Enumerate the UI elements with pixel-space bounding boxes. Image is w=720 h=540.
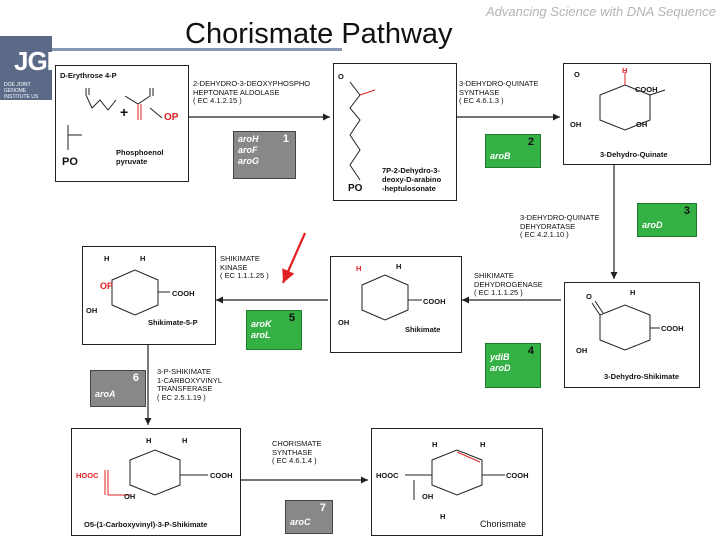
atom-h: H (146, 436, 152, 445)
step-number-3: 3 (683, 205, 690, 217)
atom-oh: OH (338, 318, 350, 327)
gene-box-step5: aroK aroL 5 (246, 310, 302, 350)
plus-sign: + (120, 104, 129, 120)
product-dehydroquinate-label: 3-Dehydro-Quinate (600, 150, 668, 159)
gene-box-step1: aroH aroF aroG 1 (233, 131, 296, 179)
gene-box-step3: aroD 3 (637, 203, 697, 237)
panel-chorismate (371, 428, 543, 536)
gene-box-step6: aroA 6 (90, 370, 146, 407)
atom-h: H (356, 264, 362, 273)
atom-h: H (140, 254, 146, 263)
gene-box-step4: ydiB aroD 4 (485, 343, 541, 388)
atom-h: H (182, 436, 188, 445)
gene-box-step7: aroC 7 (285, 500, 333, 534)
page-title: Chorismate Pathway (185, 18, 453, 50)
panel-shikimate-5p (82, 246, 216, 345)
atom-cooh-cv: COOH (210, 471, 233, 480)
product-chorismate-label: Chorismate (480, 519, 527, 529)
atom-cooh-dq: COOH (635, 85, 658, 94)
enzyme-step2: 3-DEHYDRO-QUINATE SYNTHASE ( EC 4.6.1.3 … (459, 79, 539, 105)
atom-h: H (440, 512, 446, 521)
logo-band (0, 36, 52, 100)
atom-cooh-s5p: COOH (172, 289, 195, 298)
step-number-6: 6 (132, 372, 139, 384)
gene-aroC: aroC (290, 517, 311, 527)
product-dahp-label: 7P-2-Dehydro-3- deoxy-D-arabino -heptulo… (382, 166, 442, 193)
gene-aroB: aroB (490, 151, 511, 161)
enzyme-step7: CHORISMATE SYNTHASE ( EC 4.6.1.4 ) (272, 439, 322, 465)
ring-structures (104, 72, 666, 500)
substrate-erythrose-label: D-Erythrose 4-P (60, 71, 117, 80)
panel-dehydroshikimate (564, 282, 700, 388)
panel-dehydroquinate (563, 63, 711, 165)
tagline: Advancing Science with DNA Sequence (485, 4, 716, 19)
enzyme-step1: 2-DEHYDRO-3-DEOXYPHOSPHO HEPTONATE ALDOL… (193, 79, 311, 105)
atom-hooc-ch: HOOC (376, 471, 399, 480)
atom-po: PO (62, 156, 78, 168)
gene-box-step2: aroB 2 (485, 134, 541, 168)
atom-hooc-cv: HOOC (76, 471, 99, 480)
step-number-2: 2 (527, 136, 534, 148)
panel-carboxyvinyl-shikimate (71, 428, 241, 536)
gene-aroF: aroF (238, 145, 258, 155)
gene-aroA: aroA (95, 389, 116, 399)
step-number-4: 4 (527, 345, 534, 357)
product-shikimate-label: Shikimate (405, 325, 441, 334)
atom-cooh-ch: COOH (506, 471, 529, 480)
atom-oh: OH (124, 492, 136, 501)
atom-h: H (622, 66, 628, 75)
gene-aroG: aroG (238, 156, 260, 166)
red-highlight-arrow (281, 232, 307, 284)
product-dehydroshikimate-label: 3-Dehydro-Shikimate (604, 372, 680, 381)
logo-divider (52, 48, 342, 51)
enzyme-step4: SHIKIMATE DEHYDROGENASE ( EC 1.1.1.25 ) (474, 271, 543, 297)
enzyme-step5: SHIKIMATE KINASE ( EC 1.1.1.25 ) (220, 254, 269, 280)
atom-oh: OH (636, 120, 648, 129)
atom-cooh-dhs: COOH (661, 324, 684, 333)
step-number-7: 7 (319, 502, 326, 514)
gene-aroK: aroK (251, 319, 272, 329)
gene-aroD: aroD (642, 220, 663, 230)
atom-oh: OH (86, 306, 98, 315)
panel-step1-substrates (55, 65, 189, 182)
atom-op-s5p: OP (100, 281, 114, 291)
product-carboxyvinyl-label: O5-(1-Carboxyvinyl)-3-P-Shikimate (84, 520, 208, 529)
atom-op: OP (164, 112, 179, 123)
atom-po-dahp: PO (348, 183, 363, 194)
enzyme-step3: 3-DEHYDRO-QUINATE DEHYDRATASE ( EC 4.2.1… (520, 213, 600, 239)
gene-aroL: aroL (251, 330, 271, 340)
atom-h: H (104, 254, 110, 263)
panel-shikimate (330, 256, 462, 353)
step-number-1: 1 (282, 133, 289, 145)
atom-cooh-shik: COOH (423, 297, 446, 306)
atom-h: H (396, 262, 402, 271)
gene-ydiB: ydiB (490, 352, 510, 362)
atom-o: O (586, 292, 592, 301)
product-shikimate-5p-label: Shikimate-5-P (148, 318, 198, 327)
atom-h: H (480, 440, 486, 449)
erythrose-phosphoenolpyruvate-structures (67, 88, 163, 150)
gene-aroH: aroH (238, 134, 259, 144)
gene-aroD-2: aroD (490, 363, 511, 373)
atom-oh: OH (422, 492, 434, 501)
atom-h: H (630, 288, 636, 297)
logo-subtitle: DOE JOINT GENOME INSTITUTE US DEPARTMENT… (4, 82, 47, 118)
atom-h: H (432, 440, 438, 449)
atom-oh: OH (576, 346, 588, 355)
jgi-logo: JGI (14, 46, 54, 76)
substrate-pep-label: Phosphoenol pyruvate (116, 148, 164, 166)
dahp-structure (349, 81, 376, 181)
atom-oh: OH (570, 120, 582, 129)
atom-o: O (338, 72, 344, 81)
enzyme-step6: 3-P-SHIKIMATE 1-CARBOXYVINYL TRANSFERASE… (157, 367, 223, 402)
step-number-5: 5 (288, 312, 295, 324)
atom-o: O (574, 70, 580, 79)
